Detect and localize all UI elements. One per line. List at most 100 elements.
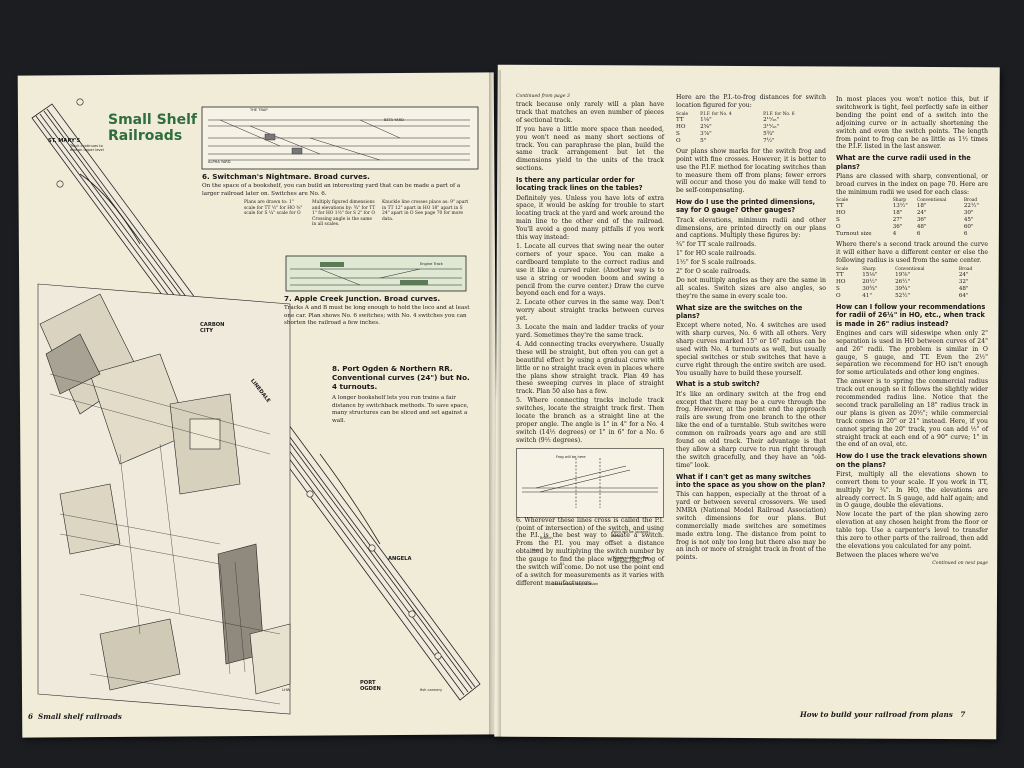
plan-6-text: On the space of a bookshelf, you can bui…: [202, 183, 461, 197]
table-cell: 19⅞": [895, 272, 911, 279]
plan-7-heading: 7. Apple Creek Junction. Broad curves.: [284, 294, 441, 303]
table-cell: O: [836, 224, 841, 231]
table-header: Scale: [836, 198, 849, 204]
right-folio-text: How to build your railroad from plans: [800, 710, 953, 719]
table-cell: 6: [963, 231, 968, 238]
column-3-after: How can I follow your recommendations fo…: [836, 303, 988, 560]
table-cell: 52½": [895, 293, 911, 300]
right-page-number: 7: [960, 710, 966, 719]
column-3-mid: Where there's a second track around the …: [836, 241, 988, 265]
plan-6-caption: 6. Switchman's Nightmare. Broad curves. …: [202, 172, 472, 200]
table-cell: 18": [916, 203, 927, 210]
diagram-label-stock: Stock shows laying off switch angle: [614, 556, 649, 564]
table-header: P.I.F. for No. 4: [700, 111, 732, 117]
table-cell: 45": [963, 217, 974, 224]
label-port-ogden: PORT OGDEN: [360, 680, 381, 692]
table-cell: 4: [892, 231, 897, 238]
paragraph: Plans are classed with sharp, convention…: [836, 172, 988, 196]
text-column-3: In most places you won't notice this, bu…: [836, 96, 988, 568]
table-header: Scale: [836, 267, 849, 273]
table-cell: 20½": [862, 279, 878, 286]
label-track-note: Track continues to end on upper level: [70, 144, 104, 152]
table-cell: 60": [963, 224, 974, 231]
scale-note-1: Plans are drawn to: 1" scale for TT ½" f…: [244, 200, 303, 217]
table-cell: 5": [700, 137, 707, 144]
table-header: Sharp: [892, 198, 907, 204]
paragraph: 2. Locate other curves in the same way. …: [516, 299, 664, 323]
table-cell: S: [676, 130, 680, 137]
paragraph: Now locate the part of the plan showing …: [836, 511, 988, 550]
diagram-label-frog: Frog will be here: [556, 454, 586, 459]
label-st-marys: ST. MARY'S: [48, 138, 81, 144]
scale-note-3: Knuckle line crosses place as: 9" apart …: [382, 200, 469, 222]
table-cell: 39¾": [895, 286, 911, 293]
table-header: Conventional: [916, 198, 947, 204]
left-page-number: 6: [28, 712, 34, 721]
page-gutter: [489, 70, 501, 738]
question-heading: Is there any particular order for locati…: [516, 176, 643, 193]
paragraph: Track elevations, minimum radii and othe…: [676, 216, 826, 240]
table-cell: 27": [892, 217, 903, 224]
title-line-2: Railroads: [108, 128, 183, 144]
page-title: Small Shelf Railroads: [108, 112, 197, 144]
table-cell: 48": [916, 224, 927, 231]
paragraph: 1½" for S scale railroads.: [676, 259, 756, 267]
table-cell: 30¾": [862, 286, 878, 293]
paragraph: Except where noted, No. 4 switches are u…: [676, 322, 826, 377]
table-row: O 5" 7½": [676, 138, 826, 145]
yard-label-beta: BETA YARD: [384, 118, 404, 122]
left-folio-text: Small shelf railroads: [38, 712, 122, 721]
paragraph: Do not multiply angles as they are the s…: [676, 277, 826, 300]
paragraph: Engines and cars will sideswipe when onl…: [836, 329, 988, 377]
paragraph: track because only rarely will a plan ha…: [516, 101, 664, 124]
label-fish-cannery: fish cannery: [420, 688, 443, 692]
paragraph: It's like an ordinary switch at the frog…: [676, 390, 826, 469]
table-cell: 30": [963, 210, 974, 217]
question-heading: How can I follow your recommendations fo…: [836, 303, 986, 328]
paragraph: Where there's a second track around the …: [836, 241, 988, 265]
question-heading: What is a stub switch?: [676, 380, 760, 389]
table-cell: 64": [958, 293, 969, 300]
table-cell: TT: [676, 116, 684, 123]
yard-label-alpha: ALPHA YARD: [208, 160, 231, 164]
table-cell: 32": [958, 279, 969, 286]
table-cell: 6: [916, 231, 921, 238]
paragraph: 4. Add connecting tracks everywhere. Usu…: [516, 340, 664, 396]
paragraph: 1. Locate all curves that swing near the…: [516, 243, 664, 298]
paragraph: ¾" for TT scale railroads.: [676, 241, 757, 249]
label-angela: ANGELA: [388, 556, 412, 562]
table-cell: 22½": [963, 203, 979, 210]
question-heading: What size are the switches on the plans?: [676, 303, 803, 320]
paragraph: 5. Where connecting tracks include track…: [516, 397, 664, 444]
table-cell: 24": [916, 210, 927, 217]
track-plan-drawing: [31, 98, 481, 715]
table-header: Broad: [963, 198, 978, 204]
left-folio: 6 Small shelf railroads: [28, 712, 122, 721]
table-cell: 24": [958, 272, 969, 279]
text-column-2: Here are the P.I.-to-frog distances for …: [676, 94, 826, 563]
label-lhw: LHW: [282, 688, 291, 692]
title-line-1: Small Shelf: [108, 112, 198, 128]
table-cell: 5¾": [763, 130, 775, 137]
plan-6-heading: 6. Switchman's Nightmare. Broad curves.: [202, 172, 370, 181]
table-cell: S: [836, 286, 840, 293]
plan-8-text: A longer bookshelf lets you run trains a…: [332, 395, 469, 424]
column-1-after: 6. Wherever these lines cross is called …: [516, 517, 664, 588]
table-cell: 3¹⁵⁄₁₆": [763, 123, 780, 130]
diagram-label-main: Main: [532, 548, 541, 552]
table-cell: 7½": [763, 137, 775, 144]
table-cell: O: [676, 137, 681, 144]
plan-7-text: Tracks A and B must be long enough to ho…: [284, 305, 470, 327]
